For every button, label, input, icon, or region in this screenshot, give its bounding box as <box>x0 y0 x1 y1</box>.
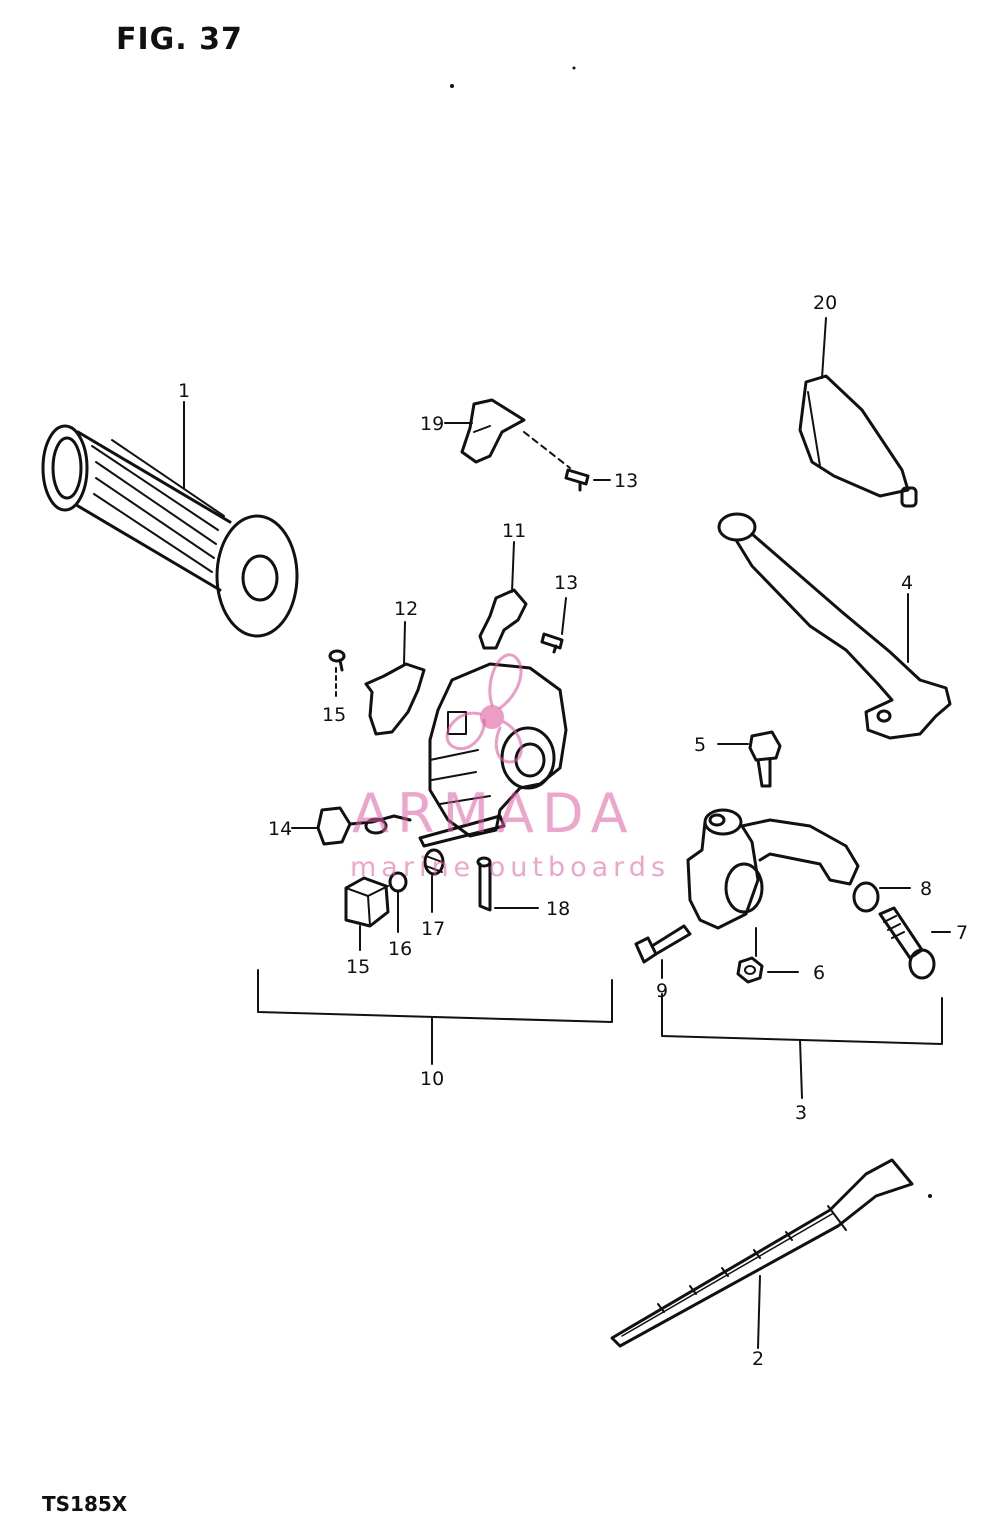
lever-holder-part-3 <box>686 808 860 930</box>
switch-lever-part-11 <box>478 588 528 650</box>
group-bracket-10 <box>257 969 613 1065</box>
screw-part-13-middle <box>540 632 564 654</box>
lever-boot-part-20 <box>798 374 918 508</box>
callout-5: 5 <box>694 734 707 756</box>
watermark-logo <box>445 653 523 764</box>
model-label: TS185X <box>42 1492 128 1516</box>
callout-13-middle: 13 <box>554 572 579 594</box>
callout-3: 3 <box>795 1102 808 1124</box>
callout-11: 11 <box>502 520 527 542</box>
scan-specks <box>450 66 932 1198</box>
callout-13-upper: 13 <box>614 470 639 492</box>
grip-part <box>41 424 299 638</box>
switch-knob-part-12 <box>364 662 426 736</box>
callout-8: 8 <box>920 878 933 900</box>
switch-block-part-15 <box>344 876 390 928</box>
callout-9: 9 <box>656 980 669 1002</box>
clutch-lever-part-4 <box>717 512 952 740</box>
washer-part-8 <box>852 881 880 913</box>
leader-lines <box>183 317 951 1349</box>
leader-19-13 <box>523 431 571 469</box>
screw-part-15-upper <box>328 649 346 672</box>
watermark-brand: ARMADA <box>352 782 636 845</box>
callout-16: 16 <box>388 938 413 960</box>
callout-18: 18 <box>546 898 571 920</box>
callout-14: 14 <box>268 818 293 840</box>
bolt-part-9 <box>634 924 692 964</box>
screw-part-13-upper <box>564 468 590 492</box>
callout-12: 12 <box>394 598 419 620</box>
callout-7: 7 <box>956 922 969 944</box>
switch-housing-part-10 <box>418 662 568 848</box>
screw-part-18 <box>476 856 492 912</box>
nut-part-6 <box>736 956 764 984</box>
callout-17: 17 <box>421 918 446 940</box>
callout-10: 10 <box>420 1068 445 1090</box>
figure-title: FIG. 37 <box>116 22 243 57</box>
group-bracket-3 <box>661 993 943 1099</box>
callout-2: 2 <box>752 1348 765 1370</box>
switch-knob-part-19 <box>460 398 526 464</box>
callout-4: 4 <box>901 572 914 594</box>
watermark-tagline: marine outboards <box>350 852 671 883</box>
callout-1: 1 <box>178 380 191 402</box>
callout-15-upper: 15 <box>322 704 347 726</box>
pivot-bolt-part-5 <box>748 730 782 788</box>
cable-band-part-2 <box>610 1158 914 1348</box>
callout-15-lower: 15 <box>346 956 371 978</box>
callout-20: 20 <box>813 292 838 314</box>
callout-6: 6 <box>813 962 826 984</box>
adjuster-bolt-part-7 <box>878 906 936 980</box>
spring-part-17 <box>423 848 445 876</box>
callout-19: 19 <box>420 413 445 435</box>
